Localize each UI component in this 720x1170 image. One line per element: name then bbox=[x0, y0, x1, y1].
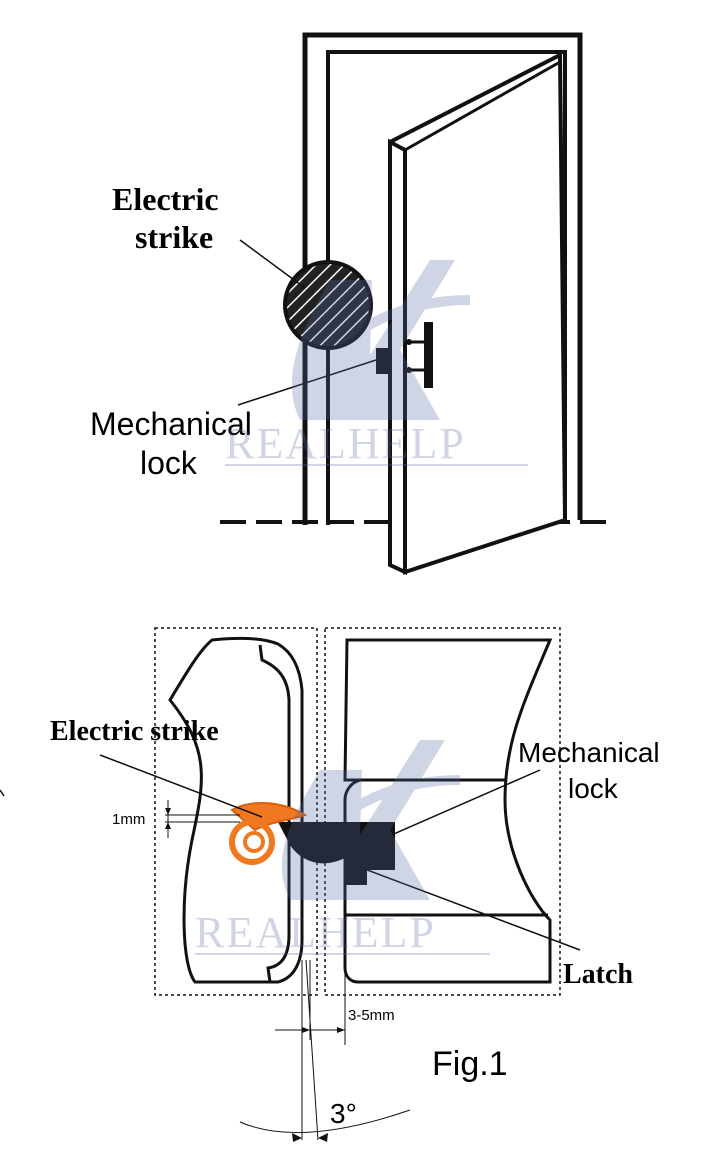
angle-arc bbox=[239, 1109, 411, 1134]
door-leaf-edge bbox=[388, 138, 407, 576]
bottom-mechanical-lock-label-2: lock bbox=[568, 773, 619, 804]
gap-dimension-label: 1mm bbox=[112, 811, 145, 828]
electric-strike-circle bbox=[283, 260, 373, 350]
top-electric-strike-label-1: Electric bbox=[112, 181, 219, 217]
door-leaf-top-edge bbox=[404, 60, 561, 152]
top-door-diagram: Electric strike Mechanical lock bbox=[90, 32, 610, 576]
figure-caption: Fig.1 bbox=[432, 1045, 508, 1083]
bottom-cross-section-diagram: Electric strike Mechanical lock Latch 1m… bbox=[0, 627, 660, 1142]
door-section-box bbox=[324, 627, 561, 996]
orange-electric-strike bbox=[229, 802, 308, 865]
watermark-top-text: REALHELP bbox=[225, 419, 466, 468]
watermark-bottom: REALHELP bbox=[195, 740, 490, 957]
mechanical-lock-box bbox=[376, 348, 392, 374]
offset-dimension-label: 3-5mm bbox=[348, 1007, 395, 1024]
angle-dimension-label: 3° bbox=[330, 1098, 357, 1129]
bottom-mechanical-lock-leader bbox=[379, 769, 541, 841]
latch-label: Latch bbox=[563, 959, 633, 990]
bottom-electric-strike-label: Electric strike bbox=[50, 716, 219, 747]
top-mechanical-lock-label-1: Mechanical bbox=[90, 406, 252, 442]
latch-leader bbox=[361, 867, 581, 951]
watermark-top: REALHELP bbox=[225, 260, 528, 468]
frame-section-box bbox=[154, 627, 318, 996]
mechanical-lock-leader bbox=[237, 359, 377, 406]
angle-line-tilted bbox=[305, 959, 319, 1141]
top-mechanical-lock-label-2: lock bbox=[140, 445, 198, 481]
bottom-mechanical-lock-label-1: Mechanical bbox=[518, 737, 660, 768]
top-electric-strike-label-2: strike bbox=[135, 219, 213, 255]
electric-strike-leader bbox=[239, 239, 306, 289]
door-handle bbox=[424, 322, 433, 388]
watermark-bottom-text: REALHELP bbox=[195, 908, 436, 957]
bottom-electric-strike-leader bbox=[99, 754, 263, 818]
latch-block bbox=[345, 850, 367, 885]
